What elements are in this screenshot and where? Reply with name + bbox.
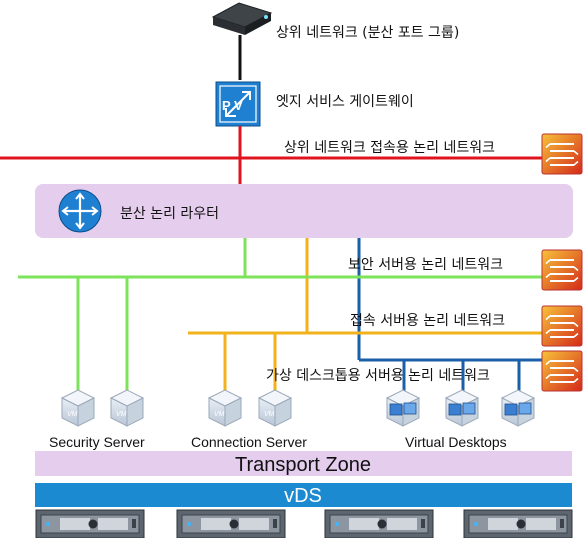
server-host-icon — [324, 509, 434, 538]
connection-server-label: Connection Server — [191, 434, 307, 450]
vm-cube-icon — [61, 389, 95, 427]
vm-tag: VM — [67, 411, 78, 418]
virtual-desktop-icon — [501, 389, 535, 427]
vm-cube-icon — [208, 389, 242, 427]
network-switch-icon — [211, 2, 273, 35]
upstream-logical-network-label: 상위 네트워크 접속용 논리 네트워크 — [284, 140, 495, 156]
server-host-icon — [35, 509, 145, 538]
distributed-router-label: 분산 논리 라우터 — [120, 206, 219, 222]
virtual-desktop-icon — [445, 389, 479, 427]
vds-label: vDS — [284, 485, 322, 507]
vm-tag: VM — [264, 411, 275, 418]
security-logical-network-label: 보안 서버용 논리 네트워크 — [348, 257, 503, 273]
virtual-desktops-label: Virtual Desktops — [405, 434, 507, 450]
vds-bar — [35, 483, 572, 507]
server-host-icon — [176, 509, 286, 538]
transport-zone-bar — [35, 451, 572, 476]
transport-zone-label: Transport Zone — [235, 454, 371, 476]
router-icon — [58, 189, 102, 233]
connection-logical-network-label: 접속 서버용 논리 네트워크 — [350, 313, 505, 329]
server-host-icon — [463, 509, 573, 538]
vm-cube-icon — [258, 389, 292, 427]
desktop-logical-network-label: 가상 데스크톱용 서버용 논리 네트워크 — [266, 368, 490, 384]
distributed-router-bar — [35, 184, 573, 238]
firewall-icon — [541, 133, 583, 175]
firewall-icon — [541, 305, 583, 347]
vm-tag: VM — [214, 411, 225, 418]
vm-cube-icon — [110, 389, 144, 427]
firewall-icon — [541, 249, 583, 291]
edge-gateway-icon: P V — [215, 81, 261, 127]
security-server-label: Security Server — [49, 434, 145, 450]
edge-gateway-label: 엣지 서비스 게이트웨이 — [276, 94, 414, 110]
virtual-desktop-icon — [386, 389, 420, 427]
edge-gateway-tag: P V — [222, 98, 243, 113]
vm-tag: VM — [116, 411, 127, 418]
upstream-network-label: 상위 네트워크 (분산 포트 그룹) — [276, 25, 459, 41]
firewall-icon — [541, 350, 583, 392]
